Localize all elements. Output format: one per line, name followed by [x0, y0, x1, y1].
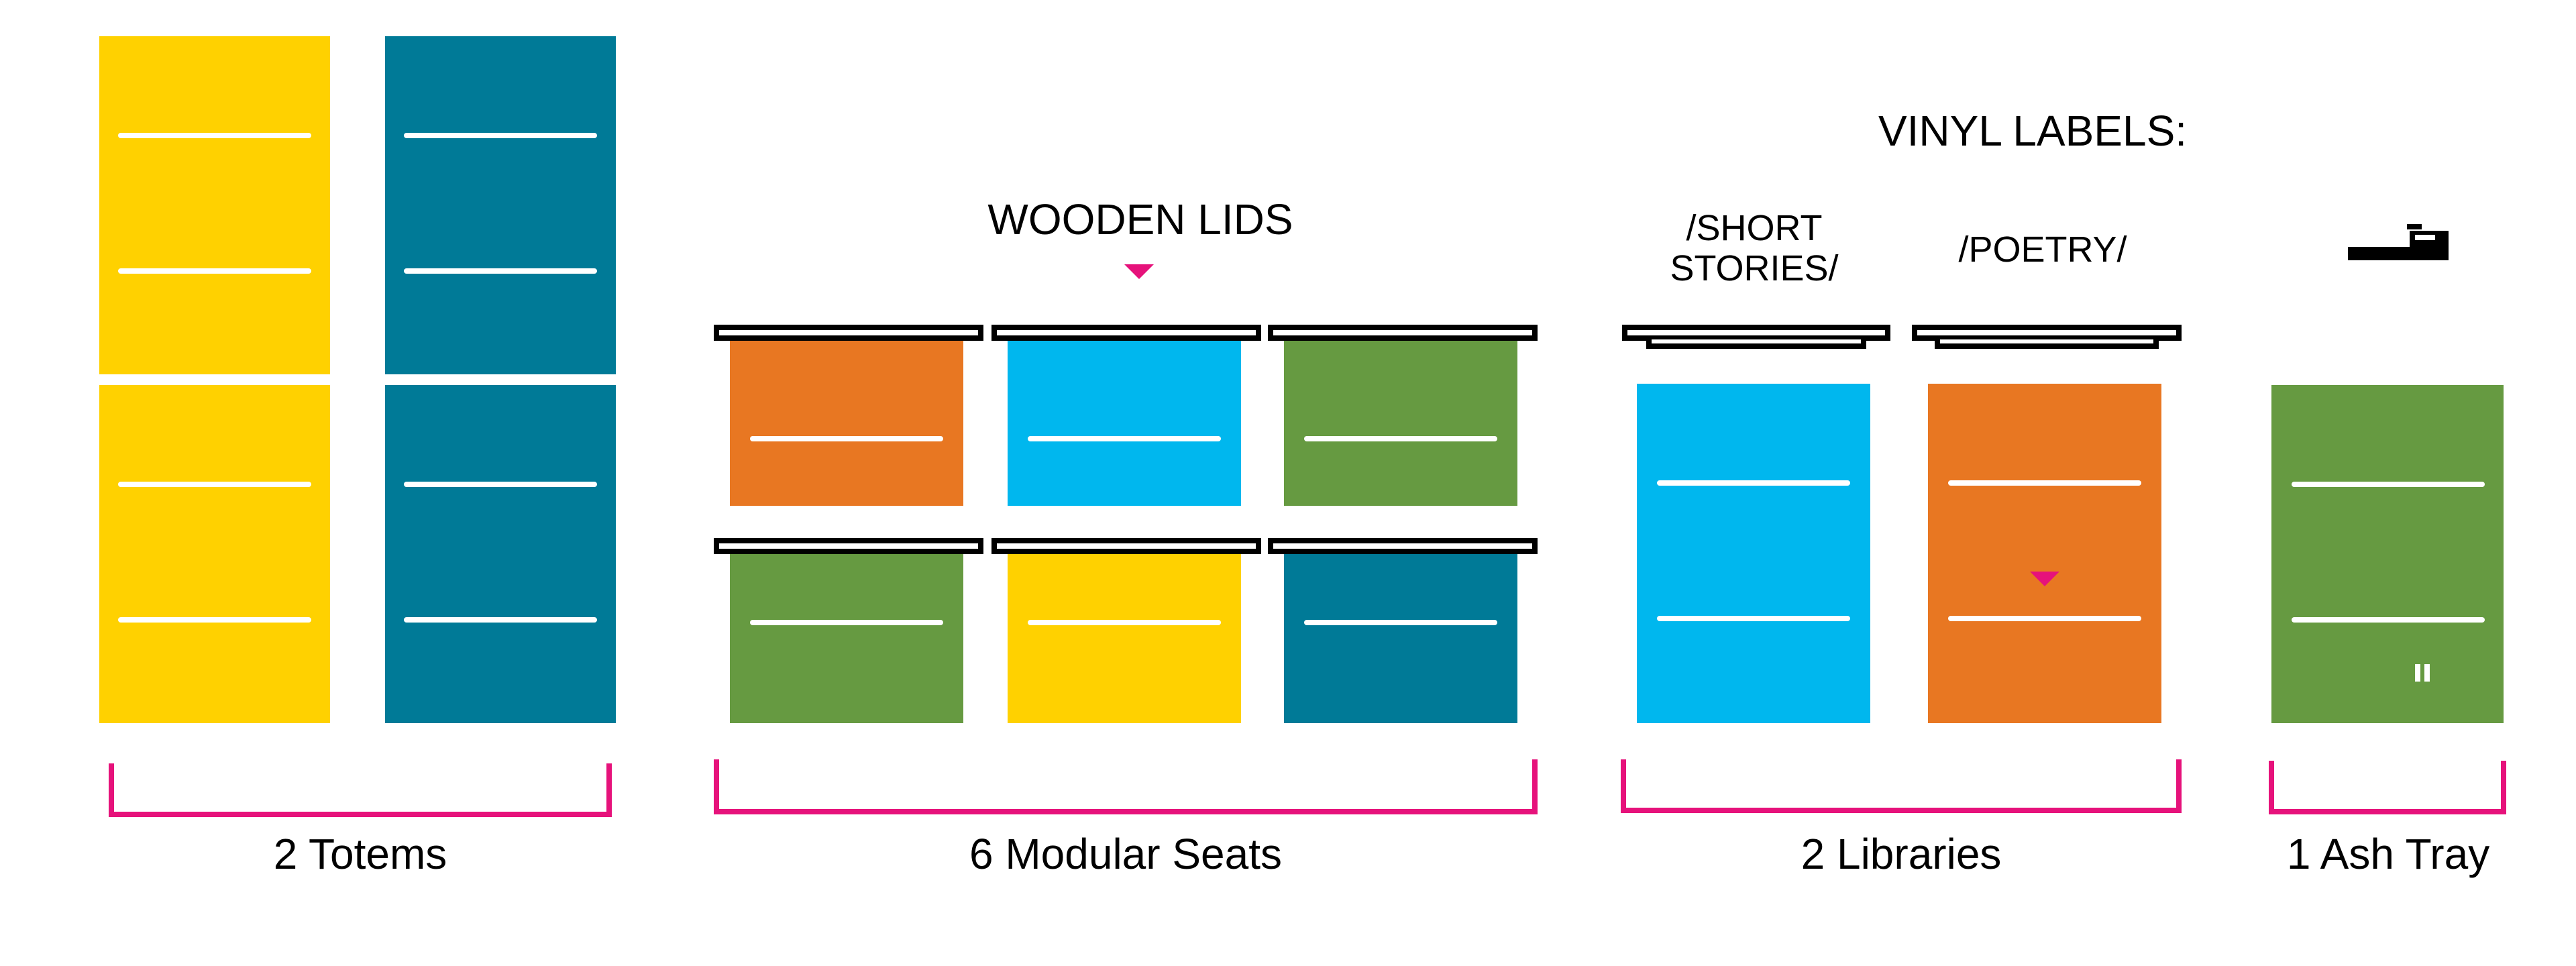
shelf-line: [404, 133, 597, 138]
short-stories-label: /SHORT STORIES/: [1630, 208, 1878, 289]
slot-icon: [2415, 664, 2432, 683]
shelf-line: [404, 482, 597, 487]
totem-yellow-top: [99, 36, 330, 374]
shelf-line: [750, 436, 943, 441]
shelf-line: [1948, 616, 2141, 621]
seat-yellow: [1008, 554, 1241, 723]
shelf-line: [1657, 616, 1850, 621]
ash-tray-caption: 1 Ash Tray: [2286, 830, 2490, 878]
seat-teal: [1284, 554, 1517, 723]
shelf-line: [1948, 480, 2141, 486]
vinyl-label-lid: [1935, 339, 2159, 349]
shelf-line: [118, 268, 311, 274]
shelf-line: [1028, 436, 1221, 441]
seat-green: [730, 554, 963, 723]
seat-sky: [1008, 341, 1241, 506]
seat-orange: [730, 341, 963, 506]
wooden-lid: [1268, 538, 1538, 554]
wooden-lids-heading: WOODEN LIDS: [987, 195, 1293, 244]
wooden-lid: [714, 325, 983, 341]
seats-bracket: [714, 759, 1538, 814]
vinyl-label-lid: [1622, 325, 1890, 341]
shelf-line: [750, 620, 943, 625]
vinyl-label-lid: [1912, 325, 2182, 341]
seats-caption: 6 Modular Seats: [969, 830, 1283, 878]
totems-caption: 2 Totems: [273, 830, 447, 878]
shelf-line: [1657, 480, 1850, 486]
libraries-bracket: [1621, 759, 2182, 813]
poetry-label: /POETRY/: [1958, 229, 2127, 270]
library-sky: [1637, 384, 1870, 723]
seat-green: [1284, 341, 1517, 506]
wooden-lid: [714, 538, 983, 554]
shelf-line: [404, 617, 597, 623]
wooden-lid: [991, 325, 1261, 341]
shelf-line: [2292, 482, 2485, 487]
shelf-line: [1028, 620, 1221, 625]
shelf-line: [1304, 436, 1497, 441]
shelf-line: [118, 482, 311, 487]
totem-teal-top: [385, 36, 616, 374]
totem-teal-bottom: [385, 385, 616, 723]
wooden-lid: [991, 538, 1261, 554]
wooden-lid: [1268, 325, 1538, 341]
ash-tray-green: [2271, 385, 2504, 723]
vinyl-labels-heading: VINYL LABELS:: [1878, 107, 2188, 155]
short-stories-line2: STORIES/: [1670, 248, 1839, 289]
totems-bracket: [109, 763, 612, 817]
shelf-line: [118, 617, 311, 623]
shelf-line: [1304, 620, 1497, 625]
short-stories-line1: /SHORT: [1686, 208, 1823, 248]
triangle-down-icon: [2030, 572, 2059, 586]
shelf-line: [404, 268, 597, 274]
ash-tray-bracket: [2269, 761, 2506, 814]
shelf-line: [118, 133, 311, 138]
libraries-caption: 2 Libraries: [1801, 830, 2002, 878]
totem-yellow-bottom: [99, 385, 330, 723]
vinyl-label-lid: [1646, 339, 1866, 349]
shelf-line: [2292, 617, 2485, 623]
triangle-down-icon: [1124, 264, 1154, 279]
library-orange: [1928, 384, 2161, 723]
ash-tray-icon: [2348, 224, 2449, 260]
